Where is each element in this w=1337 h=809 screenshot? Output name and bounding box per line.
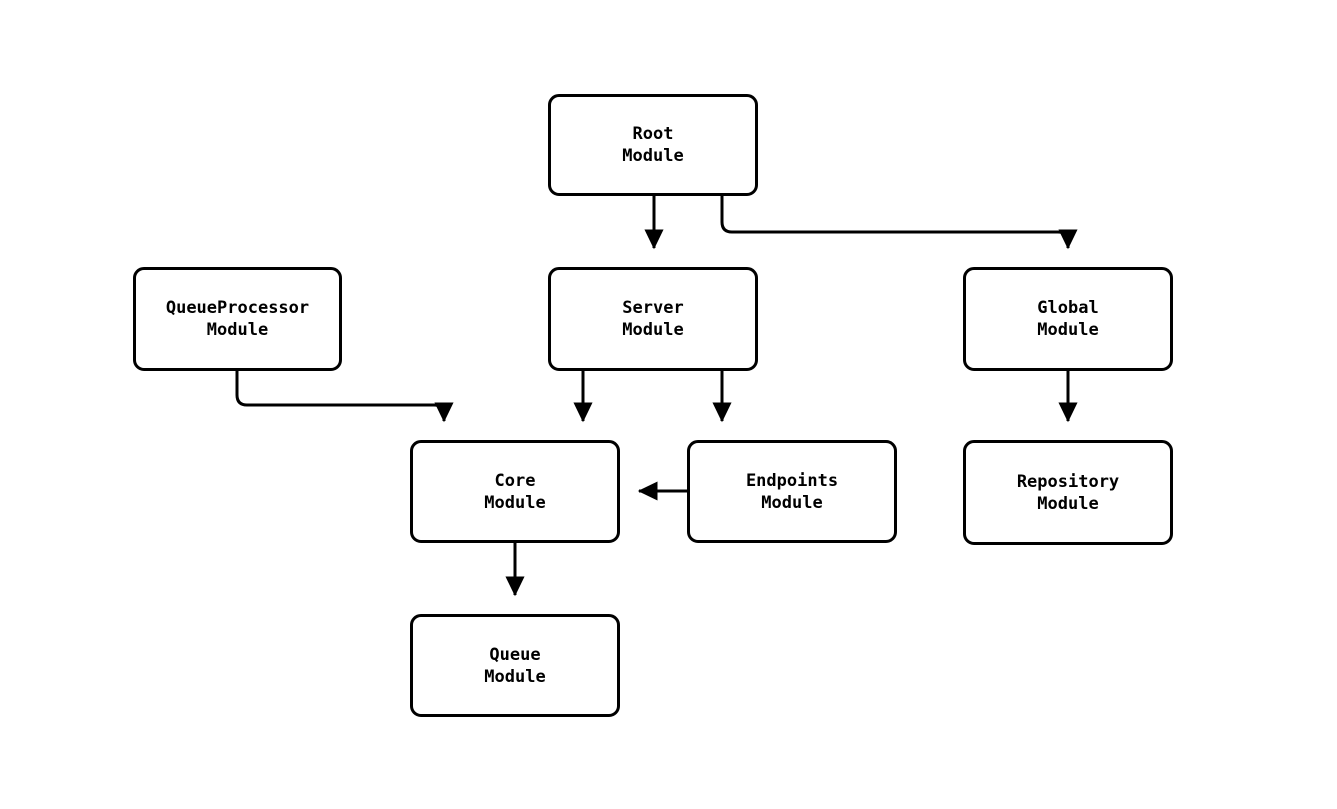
edge-root-to-global xyxy=(720,196,1078,250)
edge-queueprocessor-to-core xyxy=(235,371,454,423)
node-core-label-line2: Module xyxy=(484,492,546,513)
node-root-label-line2: Module xyxy=(622,146,684,166)
node-core-label-line1: Core xyxy=(494,470,536,491)
node-repository-label-line1: Repository xyxy=(1016,471,1120,492)
node-global-label-line1: Global xyxy=(1037,298,1099,318)
node-queueprocessor-label-line1: QueueProcessor xyxy=(165,298,310,318)
node-global-label-line2: Module xyxy=(1037,320,1099,340)
node-endpoints-label-line2: Module xyxy=(761,492,823,513)
node-queue-label-line2: Module xyxy=(484,666,546,687)
node-root-label-line1: Root xyxy=(632,124,674,144)
node-endpoints-label-line1: Endpoints xyxy=(745,470,839,491)
node-server-label-line2: Module xyxy=(622,320,684,340)
node-server-label-line1: Server xyxy=(622,298,684,318)
node-repository-label-line2: Module xyxy=(1037,493,1099,514)
node-queueprocessor-label-line2: Module xyxy=(206,320,269,340)
node-queue-label-line1: Queue xyxy=(489,644,541,665)
